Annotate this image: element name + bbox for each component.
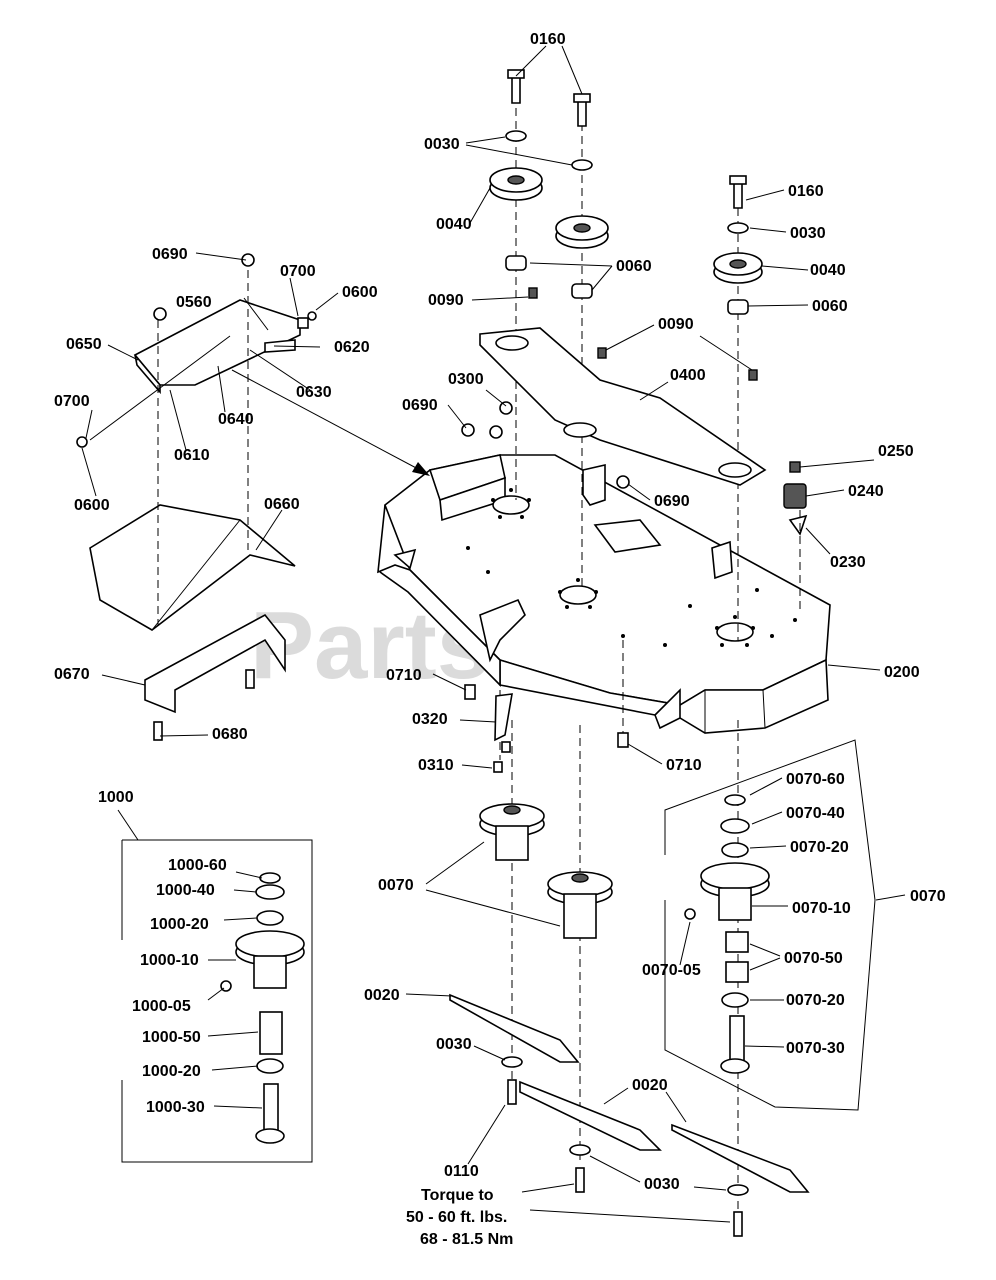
callout-0230: 0230 (830, 554, 866, 571)
callout-0240: 0240 (848, 483, 884, 500)
callout-0610: 0610 (174, 447, 210, 464)
callout-0160-top: 0160 (530, 31, 566, 48)
callout-0070-10: 0070-10 (792, 900, 851, 917)
callout-0670: 0670 (54, 666, 90, 683)
callout-0060-right: 0060 (812, 298, 848, 315)
callout-0400: 0400 (670, 367, 706, 384)
callout-0200: 0200 (884, 664, 920, 681)
callout-0690-top: 0690 (152, 246, 188, 263)
callout-1000: 1000 (98, 789, 134, 806)
callout-0070-group: 0070 (910, 888, 946, 905)
grease-fitting-parts (783, 461, 808, 610)
callout-0070-60: 0070-60 (786, 771, 845, 788)
callout-0070-left: 0070 (378, 877, 414, 894)
callout-1000-05: 1000-05 (132, 998, 191, 1015)
callout-1000-50: 1000-50 (142, 1029, 201, 1046)
callout-0600-top: 0600 (342, 284, 378, 301)
callout-0030-bottom-right: 0030 (644, 1176, 680, 1193)
callout-0070-20-top: 0070-20 (790, 839, 849, 856)
callout-0030-top: 0030 (424, 136, 460, 153)
callout-0640: 0640 (218, 411, 254, 428)
callout-0700-left: 0700 (54, 393, 90, 410)
callout-0710-right: 0710 (666, 757, 702, 774)
callout-0090-middle: 0090 (658, 316, 694, 333)
callout-1000-30: 1000-30 (146, 1099, 205, 1116)
callout-0650: 0650 (66, 336, 102, 353)
callout-0320: 0320 (412, 711, 448, 728)
callout-0030-right: 0030 (790, 225, 826, 242)
callout-0020-left: 0020 (364, 987, 400, 1004)
callout-0020-middle: 0020 (632, 1077, 668, 1094)
torque-note-line1: Torque to (421, 1187, 494, 1204)
callout-1000-60: 1000-60 (168, 857, 227, 874)
spindle-exploded-0070 (664, 739, 876, 1111)
callout-0710-left: 0710 (386, 667, 422, 684)
callout-0560: 0560 (176, 294, 212, 311)
callout-0160-right: 0160 (788, 183, 824, 200)
part-callouts: 0160 0030 0040 0060 0090 0160 0030 0040 … (54, 31, 946, 1248)
callout-0060-middle: 0060 (616, 258, 652, 275)
callout-1000-20-top: 1000-20 (150, 916, 209, 933)
spindle-kit-1000 (121, 839, 313, 1163)
torque-note-line2: 50 - 60 ft. lbs. (406, 1209, 507, 1226)
spindle-and-blade-parts (449, 640, 810, 1240)
callout-0250: 0250 (878, 443, 914, 460)
callout-0090-left: 0090 (428, 292, 464, 309)
callout-0700-top: 0700 (280, 263, 316, 280)
callout-0690-left: 0690 (402, 397, 438, 414)
callout-0680: 0680 (212, 726, 248, 743)
torque-note-line3: 68 - 81.5 Nm (420, 1231, 513, 1248)
mower-deck-0200 (377, 454, 831, 734)
callout-0030-bottom-left: 0030 (436, 1036, 472, 1053)
callout-0070-50: 0070-50 (784, 950, 843, 967)
callout-0310: 0310 (418, 757, 454, 774)
callout-0110: 0110 (444, 1163, 479, 1180)
callout-1000-40: 1000-40 (156, 882, 215, 899)
callout-0040-left: 0040 (436, 216, 472, 233)
callout-0070-30: 0070-30 (786, 1040, 845, 1057)
leader-lines (81, 45, 906, 1223)
discharge-chute-assembly (76, 253, 430, 741)
callout-0690-middle: 0690 (654, 493, 690, 510)
callout-0300: 0300 (448, 371, 484, 388)
callout-0630: 0630 (296, 384, 332, 401)
callout-0620: 0620 (334, 339, 370, 356)
callout-0600-left: 0600 (74, 497, 110, 514)
callout-1000-10: 1000-10 (140, 952, 199, 969)
callout-0070-40: 0070-40 (786, 805, 845, 822)
callout-0040-right: 0040 (810, 262, 846, 279)
callout-0660: 0660 (264, 496, 300, 513)
callout-0070-20-bottom: 0070-20 (786, 992, 845, 1009)
top-pulley-assembly (461, 69, 767, 640)
callout-0070-05: 0070-05 (642, 962, 701, 979)
callout-1000-20-bottom: 1000-20 (142, 1063, 201, 1080)
